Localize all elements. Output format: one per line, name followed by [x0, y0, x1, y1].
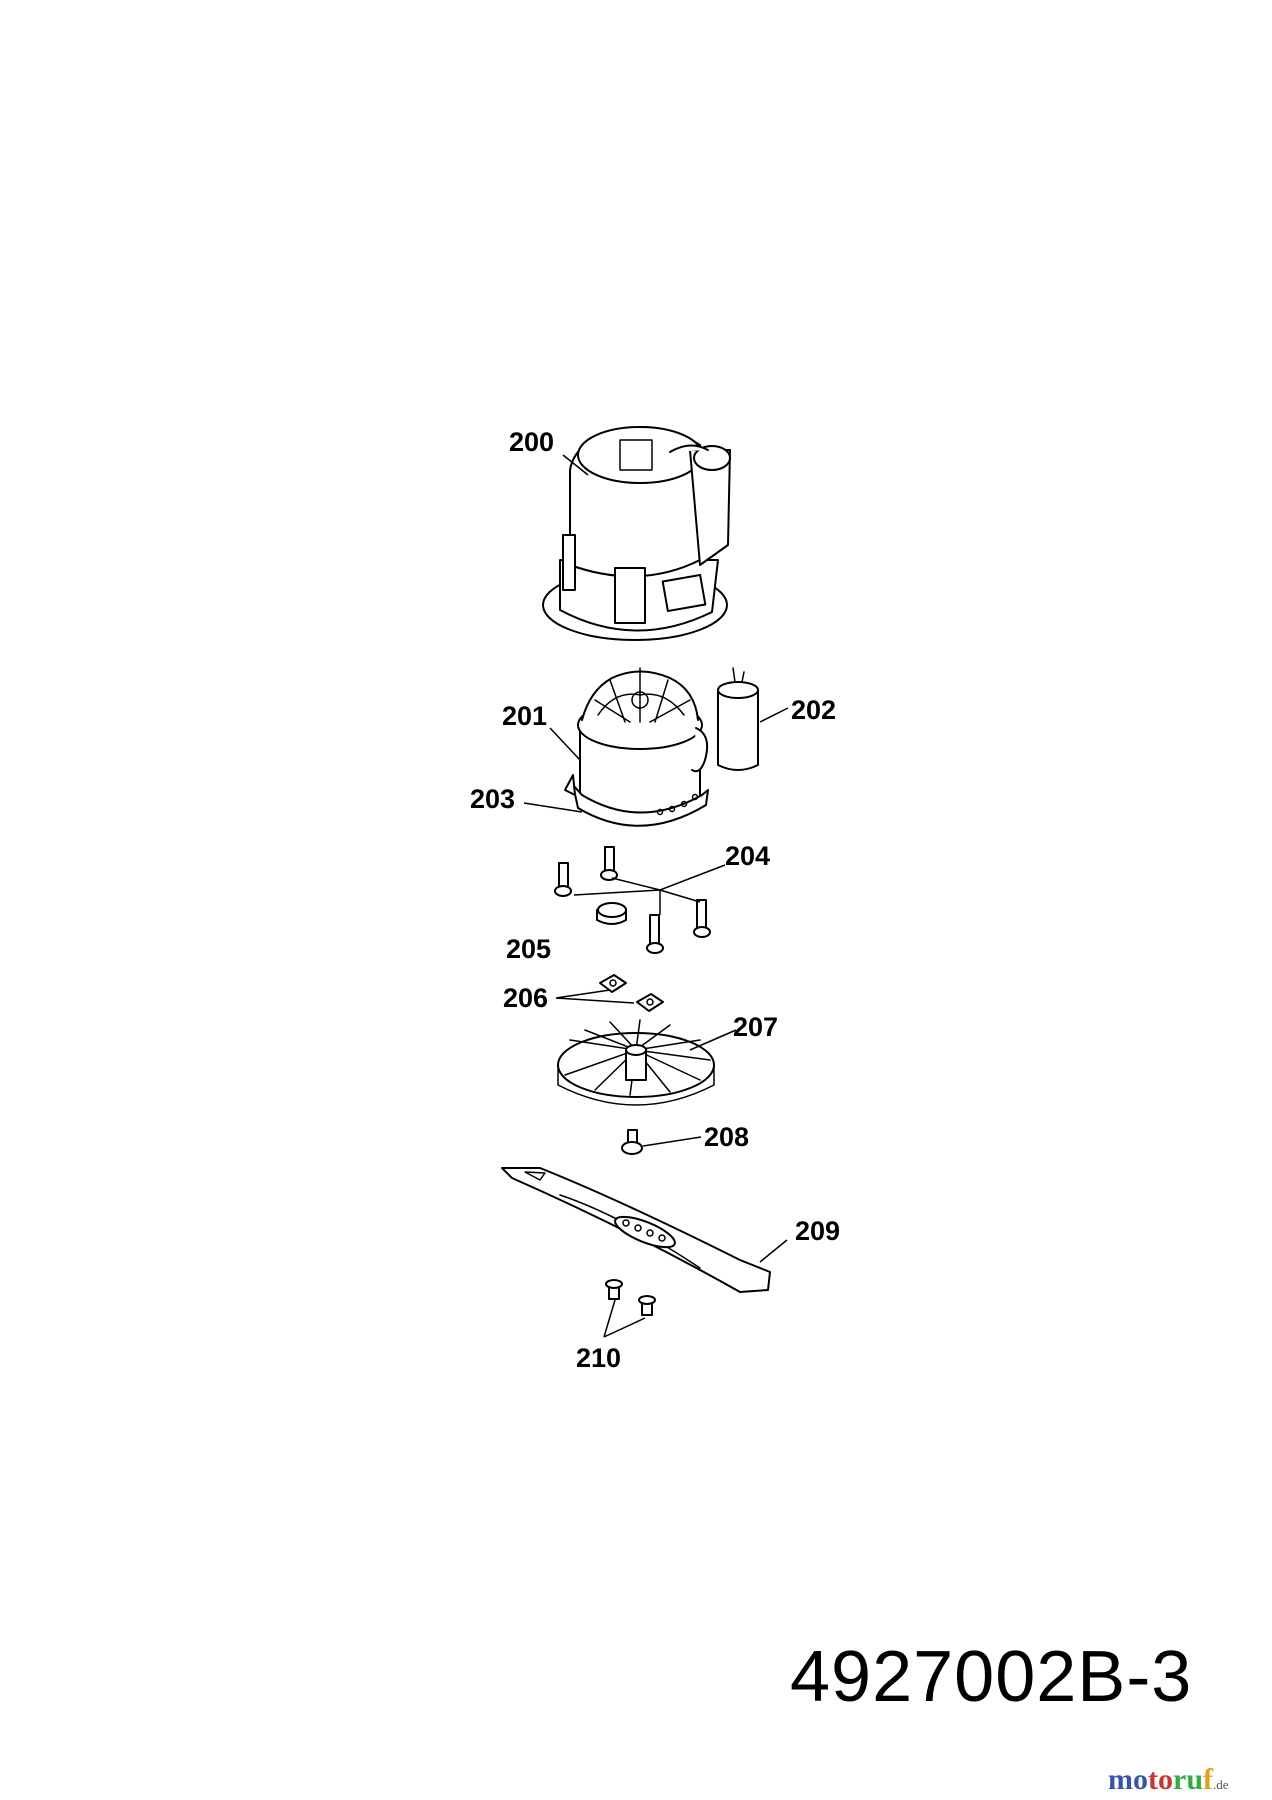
- part-206-nuts[interactable]: [599, 974, 664, 1012]
- part-201-motor[interactable]: [577, 667, 709, 821]
- part-202-capacitor[interactable]: [717, 667, 759, 771]
- brand-part-1: mo: [1108, 1763, 1148, 1796]
- label-208: 208: [704, 1122, 749, 1152]
- label-209: 209: [795, 1216, 840, 1246]
- part-205-bushing[interactable]: [596, 902, 627, 925]
- brand-part-4: f: [1203, 1763, 1213, 1796]
- part-208-bolt[interactable]: [621, 1129, 643, 1155]
- brand-logo[interactable]: motoruf.de: [1108, 1763, 1229, 1797]
- part-labels: 200 201 202 203 204 205 206 207 208 209 …: [470, 427, 840, 1373]
- label-205: 205: [506, 934, 551, 964]
- label-206: 206: [503, 983, 548, 1013]
- part-207-fan[interactable]: [557, 1019, 715, 1106]
- part-209-blade[interactable]: [501, 1167, 771, 1293]
- label-200: 200: [509, 427, 554, 457]
- label-204: 204: [725, 841, 770, 871]
- part-200-motor-housing[interactable]: [542, 426, 731, 641]
- label-203: 203: [470, 784, 515, 814]
- label-202: 202: [791, 695, 836, 725]
- label-207: 207: [733, 1012, 778, 1042]
- brand-part-3: ru: [1173, 1763, 1203, 1796]
- label-210: 210: [576, 1343, 621, 1373]
- part-203-stator-bracket[interactable]: [564, 774, 709, 827]
- part-204-screws[interactable]: [554, 846, 711, 954]
- brand-tld: .de: [1213, 1777, 1229, 1792]
- leader-lines: [523, 454, 789, 1338]
- label-201: 201: [502, 701, 547, 731]
- drawing-number: 4927002B-3: [790, 1637, 1193, 1717]
- brand-part-2: to: [1148, 1763, 1173, 1796]
- part-210-blade-screws[interactable]: [605, 1279, 656, 1316]
